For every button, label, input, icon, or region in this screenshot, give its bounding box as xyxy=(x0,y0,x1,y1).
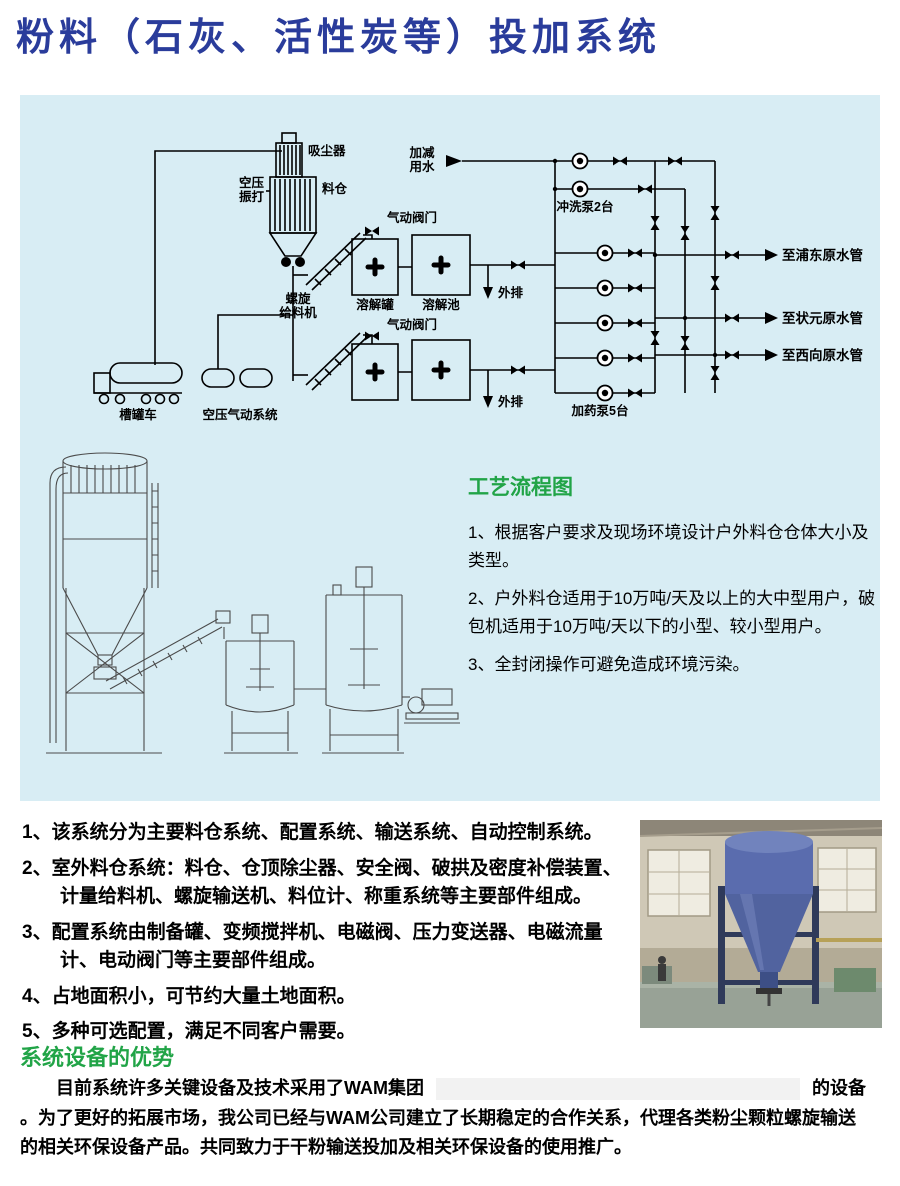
advantages-body: 。为了更好的拓展市场，我公司已经与WAM公司建立了长期稳定的合作关系，代理各类粉… xyxy=(20,1108,856,1157)
label-pneumatic-valve-top: 气动阀门 xyxy=(386,210,437,225)
label-drain-top: 外排 xyxy=(497,285,524,300)
label-screw-feeder-1: 螺旋 xyxy=(285,291,311,306)
product-photo xyxy=(640,820,882,1028)
process-note-3: 3、全封闭操作可避免造成环境污染。 xyxy=(468,655,750,675)
label-tank-truck: 槽罐车 xyxy=(119,407,157,422)
label-air-rapping-1: 空压 xyxy=(239,175,265,190)
label-dissolving-tank: 溶解罐 xyxy=(356,297,394,312)
diagram-panel: 吸尘器 空压 振打 料仓 螺旋 给料机 加减 用水 冲洗泵2台 气动阀门 气动阀… xyxy=(20,95,880,801)
advantages-line1-end: 的设备 xyxy=(812,1078,866,1098)
process-note-1: 1、根据客户要求及现场环境设计户外料仓仓体大小及类型。 xyxy=(468,523,869,570)
feature-item-1: 1、该系统分为主要料仓系统、配置系统、输送系统、自动控制系统。 xyxy=(22,822,603,843)
process-heading: 工艺流程图 xyxy=(468,476,573,499)
label-dosing-pumps: 加药泵5台 xyxy=(571,403,629,418)
process-note-2: 2、户外料仓适用于10万吨/天及以上的大中型用户，破包机适用于10万吨/天以下的… xyxy=(468,589,876,636)
label-outlet-1: 至浦东原水管 xyxy=(782,247,863,263)
advantages-heading: 系统设备的优势 xyxy=(20,1045,175,1070)
page-title: 粉料（石灰、活性炭等）投加系统 xyxy=(16,17,662,59)
label-flush-pumps: 冲洗泵2台 xyxy=(557,199,614,214)
label-outlet-2: 至状元原水管 xyxy=(782,310,863,326)
label-water-supply-1: 加减 xyxy=(408,145,435,160)
feature-item-2: 2、室外料仓系统：料仓、仓顶除尘器、安全阀、破拱及密度补偿装置、计量给料机、螺旋… xyxy=(22,857,622,908)
advantages-paragraph: 目前系统许多关键设备及技术采用了WAM集团 的设备 。为了更好的拓展市场，我公司… xyxy=(20,1074,866,1161)
valve-symbols xyxy=(365,156,739,398)
redacted-area xyxy=(436,1078,800,1101)
feature-item-5: 5、多种可选配置，满足不同客户需要。 xyxy=(22,1021,356,1042)
feature-item-4: 4、占地面积小，可节约大量土地面积。 xyxy=(22,985,356,1007)
label-outlet-3: 至西向原水管 xyxy=(782,347,863,363)
label-screw-feeder-2: 给料机 xyxy=(279,305,317,320)
label-air-rapping-2: 振打 xyxy=(239,189,265,204)
silo-photo-graphic xyxy=(640,820,882,1028)
advantages-line1-start: 目前系统许多关键设备及技术采用了WAM集团 xyxy=(56,1078,424,1098)
flow-arrows xyxy=(281,155,778,408)
label-air-system: 空压气动系统 xyxy=(202,407,278,422)
label-water-supply-2: 用水 xyxy=(408,159,435,174)
feature-item-3: 3、配置系统由制备罐、变频搅拌机、电磁阀、压力变送器、电磁流量计、电动阀门等主要… xyxy=(22,921,603,972)
process-notes: 工艺流程图 1、根据客户要求及现场环境设计户外料仓仓体大小及类型。 2、户外料仓… xyxy=(468,471,876,690)
label-silo: 料仓 xyxy=(322,181,348,196)
process-flow-diagram: 吸尘器 空压 振打 料仓 螺旋 给料机 加减 用水 冲洗泵2台 气动阀门 气动阀… xyxy=(93,132,863,422)
feature-list: 1、该系统分为主要料仓系统、配置系统、输送系统、自动控制系统。 2、室外料仓系统… xyxy=(22,812,634,1054)
equipment-drawing xyxy=(46,452,460,754)
label-pneumatic-valve-bottom: 气动阀门 xyxy=(386,317,437,332)
label-drain-bottom: 外排 xyxy=(497,394,524,409)
label-dust-collector: 吸尘器 xyxy=(308,143,346,158)
label-dissolving-pool: 溶解池 xyxy=(422,297,460,312)
pump-symbols xyxy=(571,152,614,402)
